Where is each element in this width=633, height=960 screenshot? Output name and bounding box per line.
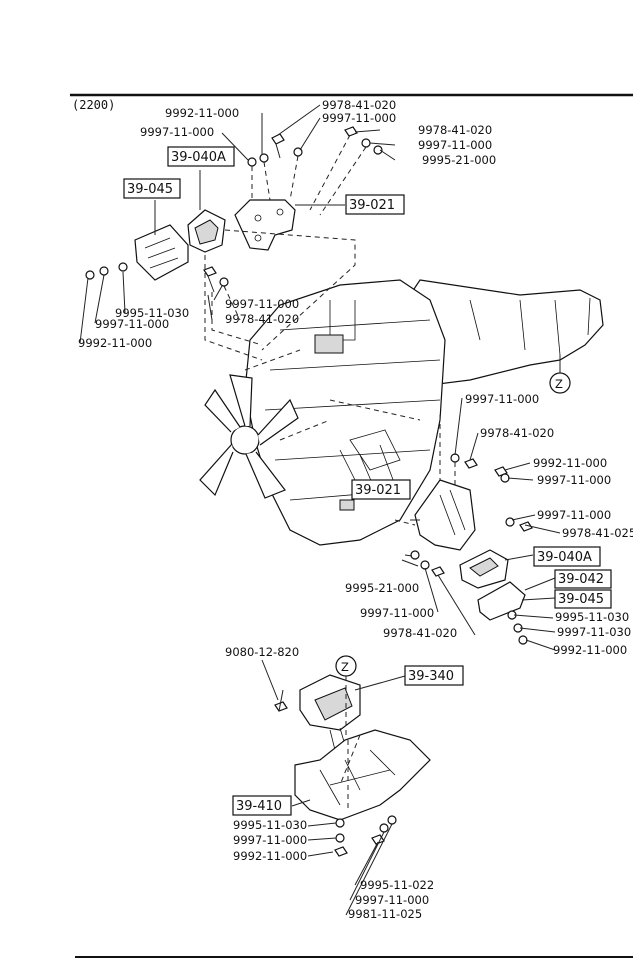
- callout-9997-11-000-i: 9997-11-000: [360, 606, 434, 620]
- callout-9978-41-020-b: 9978-41-020: [418, 123, 492, 137]
- callout-9997-11-000-g: 9997-11-000: [537, 473, 611, 487]
- crossmember-illustration: [294, 729, 431, 821]
- model-code-label: (2200): [72, 98, 115, 112]
- callout-9992-11-000-e: 9992-11-000: [233, 849, 307, 863]
- callout-9978-41-025: 9978-41-025: [562, 526, 633, 540]
- engine-mount-rubber-top: [187, 209, 226, 253]
- callout-9992-11-000-a: 9992-11-000: [165, 106, 239, 120]
- box-39-040A-mid: 39-040A: [537, 550, 592, 565]
- engine-mount-bracket-top: [234, 199, 296, 251]
- box-39-410: 39-410: [236, 799, 282, 814]
- box-39-040A-top: 39-040A: [171, 150, 226, 165]
- callout-9992-11-000-d: 9992-11-000: [553, 643, 627, 657]
- callout-9997-11-000-b: 9997-11-000: [140, 125, 214, 139]
- cooling-fan-illustration: [199, 374, 299, 499]
- box-39-045-mid: 39-045: [558, 592, 604, 607]
- callout-9997-11-000-c: 9997-11-000: [418, 138, 492, 152]
- z-marker-top-circle: [549, 372, 571, 394]
- callout-9978-41-020-f: 9978-41-020: [383, 626, 457, 640]
- callout-9995-21-000-a: 9995-21-000: [422, 153, 496, 167]
- z-marker-top: Z: [555, 377, 563, 391]
- callout-9997-11-000-d: 9997-11-000: [225, 297, 299, 311]
- box-39-045-top: 39-045: [127, 182, 173, 197]
- box-39-021-mid: 39-021: [355, 483, 401, 498]
- z-marker-bottom: Z: [341, 660, 349, 674]
- callout-9992-11-000-c: 9992-11-000: [533, 456, 607, 470]
- callout-9978-41-020-d: 9978-41-020: [480, 426, 554, 440]
- mount-insulator-top: [134, 224, 189, 281]
- callout-9995-11-022: 9995-11-022: [360, 878, 434, 892]
- callout-9080-12-820: 9080-12-820: [225, 645, 299, 659]
- box-39-340: 39-340: [408, 669, 454, 684]
- engine-mount-rubber-mid: [459, 549, 509, 589]
- callout-9997-11-000-f: 9997-11-000: [465, 392, 539, 406]
- callout-9997-11-000-l: 9997-11-000: [355, 893, 429, 907]
- callout-9978-41-020-a: 9978-41-020: [322, 98, 396, 112]
- box-39-042: 39-042: [558, 572, 604, 587]
- mount-insulator-mid: [477, 581, 526, 621]
- engine-mount-bracket-mid: [414, 479, 476, 551]
- callout-labels: 9992-11-000 9978-41-020 9997-11-000 9997…: [78, 98, 633, 921]
- callout-9995-11-030-b: 9995-11-030: [115, 306, 189, 320]
- callout-9997-11-000-h: 9997-11-000: [537, 508, 611, 522]
- callout-9978-41-020-c: 9978-41-020: [225, 312, 299, 326]
- callout-9981-11-025: 9981-11-025: [348, 907, 422, 921]
- callout-9997-11-030: 9997-11-030: [557, 625, 631, 639]
- callout-9995-11-030-e: 9995-11-030: [233, 818, 307, 832]
- engine-block-illustration: [244, 279, 604, 546]
- callout-9997-11-000-a: 9997-11-000: [322, 111, 396, 125]
- callout-9997-11-000-k: 9997-11-000: [233, 833, 307, 847]
- box-39-021-top: 39-021: [349, 198, 395, 213]
- callout-9995-11-030-d: 9995-11-030: [555, 610, 629, 624]
- callout-9992-11-000-b: 9992-11-000: [78, 336, 152, 350]
- callout-9995-21-000-c: 9995-21-000: [345, 581, 419, 595]
- boxed-part-numbers: 39-040A 39-045 39-021 39-021 39-040A 39-…: [123, 146, 612, 816]
- callout-9997-11-000-e: 9997-11-000: [95, 317, 169, 331]
